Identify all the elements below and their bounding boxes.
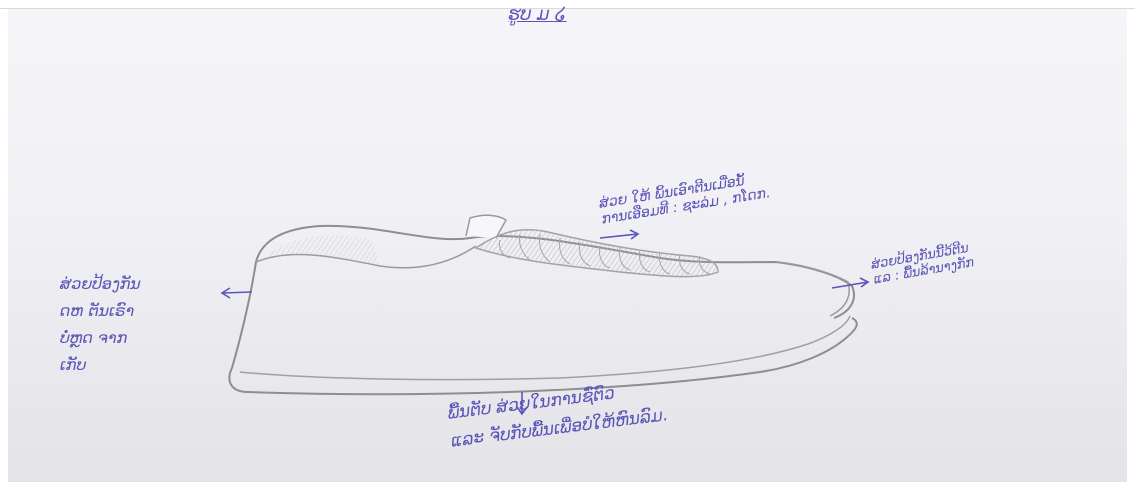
arrow-tongue [600, 230, 638, 239]
shoe-midsole-line [240, 316, 850, 380]
heel-shading [260, 235, 380, 266]
arrow-toe [832, 278, 868, 288]
heel-annotation: ສ່ວຍປ້ອງກັນ ດຫ ຕັນເຣົາ ບໍ່ຫຼດ ຈາກ ເກັບ [60, 270, 141, 378]
arrow-left [222, 288, 252, 298]
toe-cap [776, 262, 849, 316]
knit-zone [476, 230, 718, 277]
sketch-title: ຮູບ ມ ໒ [508, 4, 567, 25]
